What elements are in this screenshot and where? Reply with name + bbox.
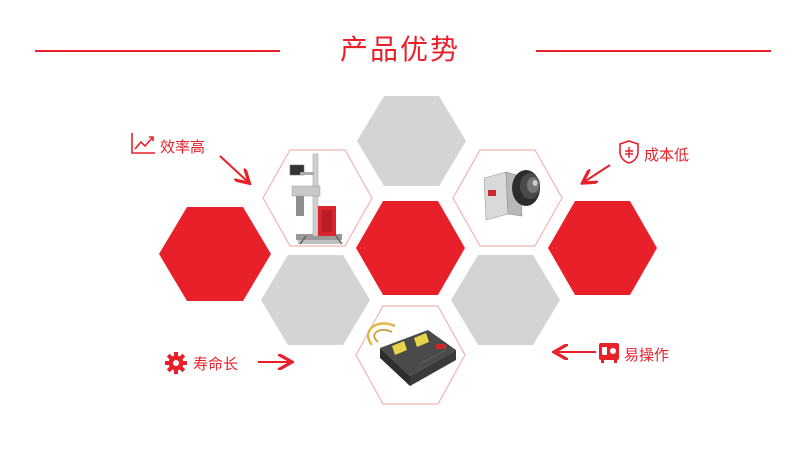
title-line-right xyxy=(536,50,771,52)
laser-marking-machine-icon xyxy=(289,153,343,245)
arrow-cost xyxy=(584,164,611,182)
hex-red-left xyxy=(159,207,271,301)
feature-lifespan-label: 寿命长 xyxy=(193,355,239,373)
control-panel-icon xyxy=(599,343,619,363)
hex-gray-lower-left xyxy=(261,255,370,345)
page-title: 产品优势 xyxy=(339,33,460,66)
hex-red-right xyxy=(548,201,657,295)
feature-operation-label: 易操作 xyxy=(624,346,670,364)
hex-gray-lower-right xyxy=(451,255,560,345)
title-line-left xyxy=(35,50,280,52)
line-chart-icon xyxy=(131,133,155,154)
hex-gray-top xyxy=(357,96,466,186)
shield-save-icon xyxy=(619,140,639,164)
fiber-laser-source-icon xyxy=(366,322,456,386)
gear-icon xyxy=(165,352,187,374)
feature-cost-label: 成本低 xyxy=(644,146,690,164)
feature-efficiency-label: 效率高 xyxy=(160,138,206,156)
arrow-efficiency xyxy=(219,155,248,182)
hex-red-center xyxy=(356,201,465,295)
scan-head-lens-icon xyxy=(483,170,540,221)
